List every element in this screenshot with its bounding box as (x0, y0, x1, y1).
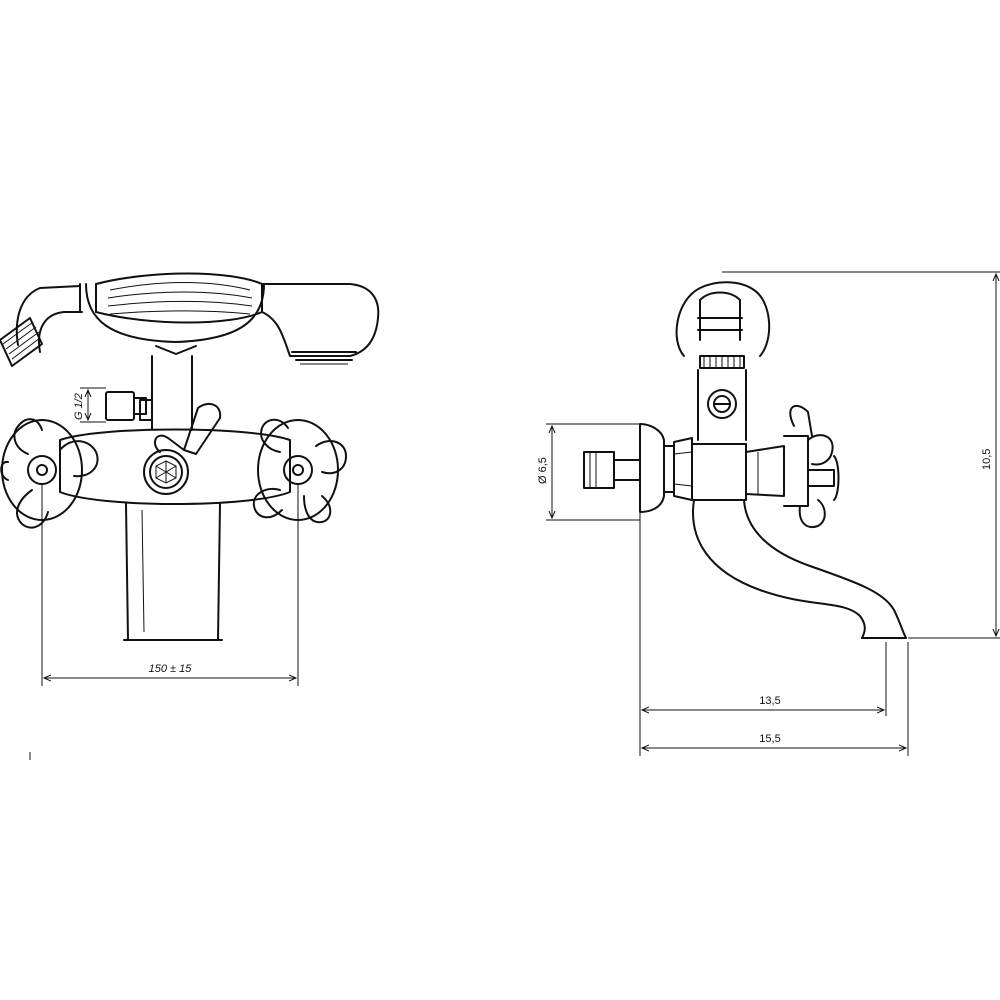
cradle-stem (139, 355, 193, 431)
side-body (691, 443, 785, 501)
side-cross-handle (783, 404, 840, 528)
inlet-diameter-label: Ø 6,5 (537, 457, 549, 484)
spout-reach-label: 13,5 (759, 695, 780, 707)
center-distance-dimension: 150 ± 15 (41, 484, 299, 686)
height-label: 10,5 (981, 449, 993, 470)
shower-outlet-fitting: G 1/2 (73, 387, 147, 423)
threaded-hose-end (0, 317, 43, 367)
overall-depth-label: 15,5 (759, 733, 780, 745)
spout (692, 499, 907, 639)
inlet-diameter-dimension: Ø 6,5 (537, 423, 640, 521)
shower-hook (675, 281, 771, 369)
shower-head (261, 283, 380, 365)
hand-shower (0, 272, 380, 367)
side-stem (697, 369, 747, 441)
inlet-connector (583, 451, 641, 489)
mixer-body (59, 428, 291, 641)
hexagon-icon (155, 460, 177, 484)
overall-depth-dimension: 15,5 (642, 642, 909, 756)
side-view: Ø 6,5 13,5 15,5 10,5 (537, 271, 1000, 756)
spout-reach-dimension: 13,5 (639, 512, 887, 756)
thread-dimension-label: G 1/2 (73, 393, 85, 420)
front-view: G 1/2 (0, 272, 380, 760)
wall-escutcheon (639, 423, 675, 513)
height-dimension: 10,5 (722, 271, 1000, 639)
hex-nut (673, 437, 693, 501)
center-distance-label: 150 ± 15 (149, 663, 193, 675)
diverter-knob (143, 402, 222, 495)
